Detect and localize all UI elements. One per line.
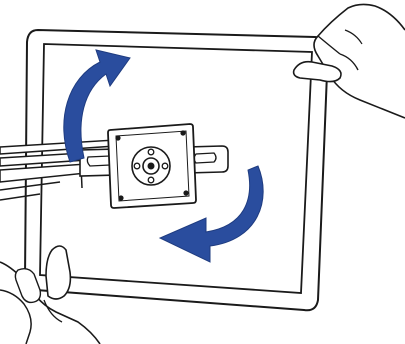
screw-icon xyxy=(180,130,186,136)
rotate-arrow-lower-icon xyxy=(158,165,264,263)
hand-bottom-left-icon xyxy=(0,245,101,344)
hand-top-right-icon xyxy=(292,3,405,119)
screw-icon xyxy=(183,190,189,196)
vesa-bracket xyxy=(107,123,197,209)
rotate-arrow-upper-icon xyxy=(63,49,131,163)
screw-icon xyxy=(115,135,121,141)
screw-icon xyxy=(118,195,124,201)
